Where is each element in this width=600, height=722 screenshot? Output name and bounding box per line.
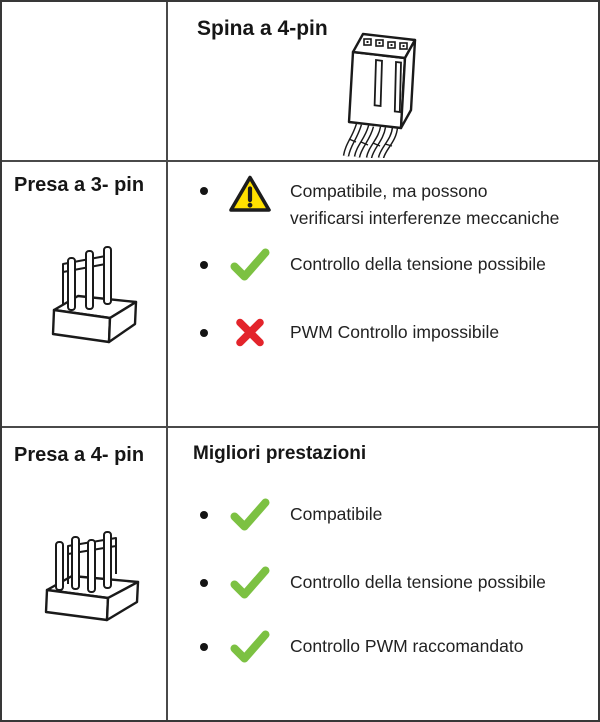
check-icon bbox=[228, 630, 272, 663]
note-text: Compatibile, ma possono verificarsi inte… bbox=[290, 181, 560, 228]
bullet-dot bbox=[200, 642, 208, 651]
note-text: Controllo della tensione possibile bbox=[290, 572, 546, 592]
cross-icon bbox=[228, 317, 272, 348]
warning-icon bbox=[228, 174, 272, 214]
row-notes-3pin: Compatibile, ma possono verificarsi inte… bbox=[168, 162, 598, 426]
list-item: Compatibile bbox=[200, 498, 594, 531]
list-item: Controllo della tensione possibile bbox=[200, 248, 594, 281]
note-text: PWM Controllo impossibile bbox=[290, 322, 500, 342]
check-icon bbox=[228, 498, 272, 531]
check-icon bbox=[228, 566, 272, 599]
table-row-divider-2 bbox=[2, 426, 598, 428]
socket-3pin-label: Presa a 3- pin bbox=[14, 174, 145, 196]
plug-wires bbox=[342, 123, 399, 158]
bullet-dot bbox=[200, 510, 208, 519]
row-cell-4pin-socket: Presa a 4- pin bbox=[2, 428, 166, 720]
table-column-divider bbox=[166, 2, 168, 720]
socket-4pin-label: Presa a 4- pin bbox=[14, 444, 145, 466]
note-text: Controllo della tensione possibile bbox=[290, 254, 546, 274]
list-item: Controllo PWM raccomandato bbox=[200, 630, 594, 663]
bullet-dot bbox=[200, 578, 208, 587]
row-title: Migliori prestazioni bbox=[193, 443, 367, 464]
bullet-dot bbox=[200, 260, 208, 269]
table-row-divider-1 bbox=[2, 160, 598, 162]
4-pin-socket-illustration bbox=[42, 530, 142, 626]
row-notes-4pin: Migliori prestazioni Compatibile Control… bbox=[168, 428, 598, 720]
row-cell-3pin-socket: Presa a 3- pin bbox=[2, 162, 166, 426]
bullet-dot bbox=[200, 187, 208, 195]
header-cell-4pin-plug: Spina a 4-pin bbox=[168, 2, 598, 160]
list-item: Compatibile, ma possono verificarsi inte… bbox=[200, 174, 594, 232]
note-text: Compatibile bbox=[290, 504, 383, 524]
3-pin-socket-illustration bbox=[48, 242, 140, 354]
check-icon bbox=[228, 248, 272, 281]
list-item: PWM Controllo impossibile bbox=[200, 317, 594, 348]
plug-title: Spina a 4-pin bbox=[197, 17, 328, 40]
list-item: Controllo della tensione possibile bbox=[200, 566, 594, 599]
note-text: Controllo PWM raccomandato bbox=[290, 636, 524, 656]
4-pin-plug-illustration bbox=[339, 26, 427, 158]
bullet-dot bbox=[200, 328, 208, 337]
